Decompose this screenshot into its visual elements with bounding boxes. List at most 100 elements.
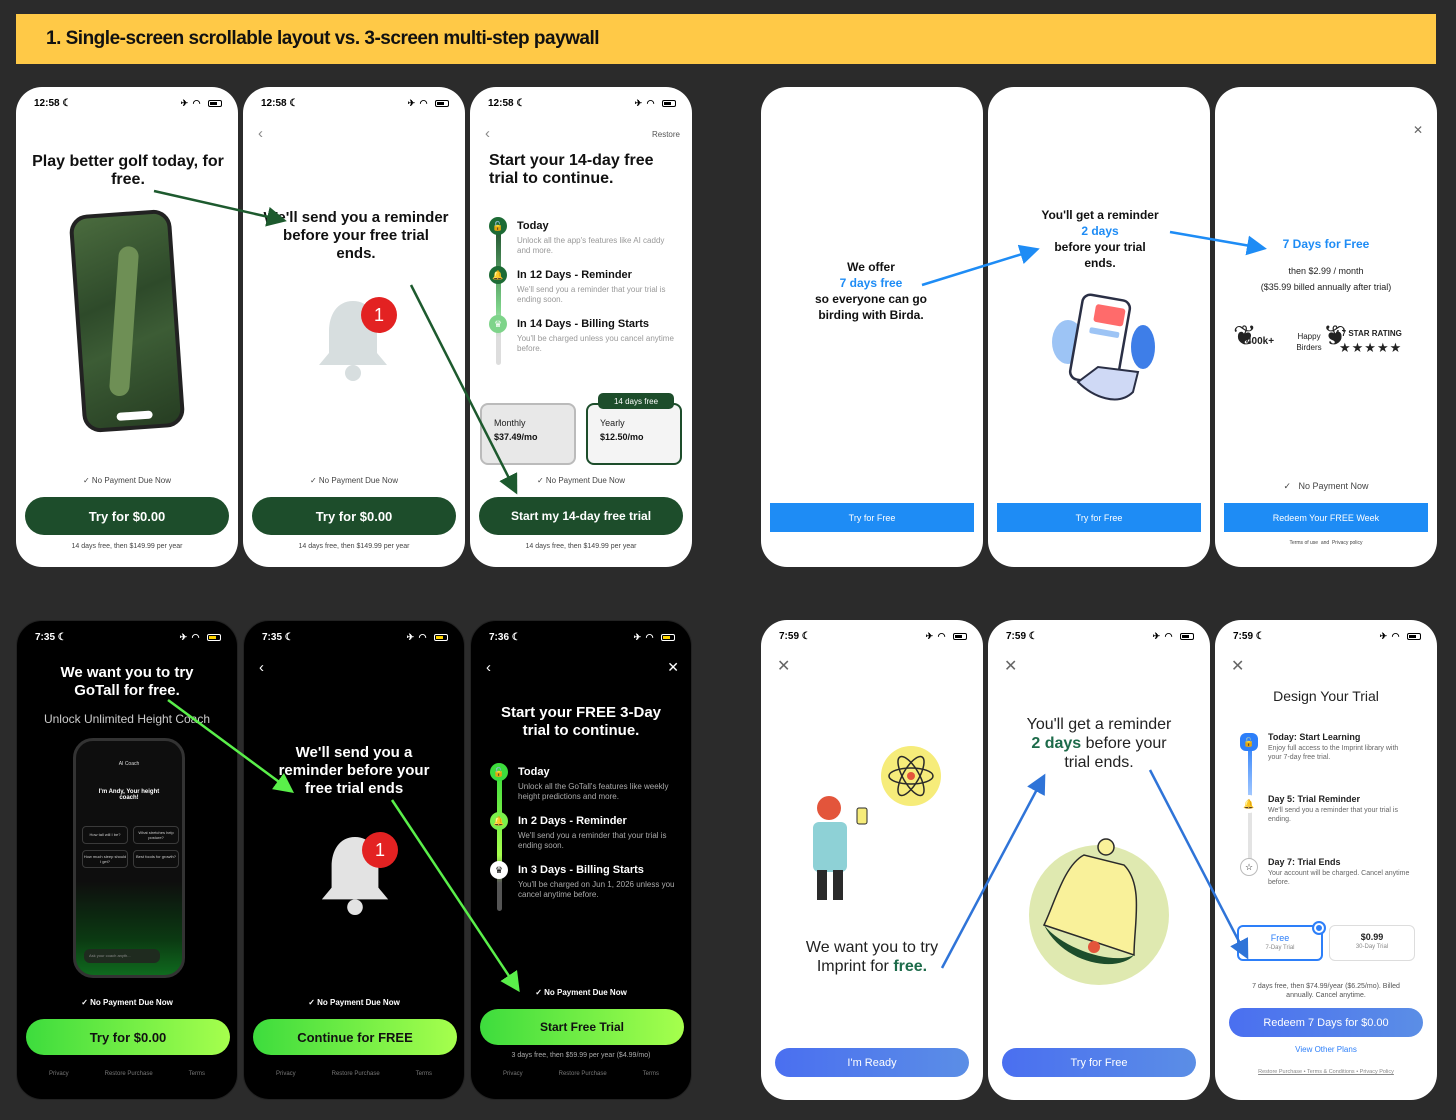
pricing-fine-print: 14 days free, then $149.99 per year [298, 543, 410, 550]
try-free-button[interactable]: Try for Free [997, 503, 1201, 532]
chat-chip[interactable]: How much sleep should I get? [82, 850, 128, 868]
reminder-highlight: 2 days [1031, 735, 1082, 752]
redeem-button[interactable]: Redeem 7 Days for $0.00 [1229, 1008, 1423, 1037]
status-icons: ✈ ◠ [408, 98, 449, 109]
back-chevron-icon[interactable]: ‹ [486, 659, 491, 676]
chat-greeting: I'm Andy, Your height coach! [98, 789, 160, 801]
headline-line-2: Imprint for [816, 958, 894, 975]
step-title: In 3 Days - Billing Starts [518, 864, 644, 876]
restore-link[interactable]: Restore Purchase [558, 1071, 607, 1077]
lock-icon: 🔓 [489, 217, 507, 235]
restore-link[interactable]: Restore [651, 130, 680, 139]
lock-icon: 🔓 [490, 763, 508, 781]
try-free-button[interactable]: Try for Free [1002, 1048, 1196, 1077]
birda-screen-1: We offer 7 days free so everyone can go … [761, 87, 983, 567]
golf-screen-3: 12:58 ☾✈ ◠ ‹ Restore Start your 14-day f… [470, 87, 692, 567]
view-other-plans-link[interactable]: View Other Plans [1295, 1045, 1357, 1054]
section-banner: 1. Single-screen scrollable layout vs. 3… [16, 14, 1436, 64]
step-desc: Your account will be charged. Cancel any… [1268, 870, 1410, 886]
crown-icon: ♛ [489, 315, 507, 333]
laurel-left-icon: ❦ [1233, 320, 1257, 351]
no-payment-text: No Payment Due Now [544, 988, 627, 997]
continue-free-button[interactable]: Continue for FREE [253, 1019, 457, 1055]
step-desc: Unlock all the GoTall's features like we… [518, 782, 669, 801]
privacy-link[interactable]: Privacy [276, 1071, 296, 1077]
terms-link[interactable]: Terms of use [1289, 540, 1319, 546]
plan-label: Yearly [600, 418, 625, 428]
restore-link[interactable]: Restore Purchase [331, 1071, 380, 1077]
no-payment-text: No Payment Due Now [545, 476, 626, 485]
status-time: 12:58 [34, 97, 60, 109]
privacy-link[interactable]: Privacy policy [1331, 540, 1363, 546]
start-trial-button[interactable]: Start my 14-day free trial [479, 497, 683, 535]
step-title: Today: Start Learning [1268, 732, 1361, 742]
plan-price: $12.50/mo [600, 432, 644, 442]
terms-link[interactable]: Terms [642, 1071, 659, 1077]
option-30-day[interactable]: $0.99 30-Day Trial [1329, 925, 1415, 961]
terms-link[interactable]: Terms [188, 1071, 205, 1077]
birda-screen-2: You'll get a reminder 2 days before your… [988, 87, 1210, 567]
back-chevron-icon[interactable]: ‹ [259, 659, 264, 676]
chat-chip[interactable]: What stretches help posture? [133, 826, 179, 844]
pricing-fine-print: 14 days free, then $149.99 per year [525, 543, 637, 550]
reminder-line-2: before your trial ends. [1054, 240, 1146, 270]
step-title: Today [518, 766, 550, 778]
bell-illustration [1029, 838, 1169, 985]
price-line: then $2.99 / month [1288, 266, 1364, 276]
unlock-icon: 🔓 [1240, 733, 1258, 751]
back-chevron-icon[interactable]: ‹ [485, 125, 490, 142]
close-icon[interactable]: ✕ [1412, 123, 1423, 137]
reminder-line-1: You'll get a reminder [1041, 208, 1159, 222]
close-icon[interactable]: ✕ [667, 659, 679, 675]
badge-count: 1 [374, 839, 385, 860]
plan-monthly[interactable]: Monthly $37.49/mo [480, 403, 576, 465]
chat-chip[interactable]: How tall will I be? [82, 826, 128, 844]
no-payment-text: No Payment Due Now [317, 998, 400, 1007]
restore-link[interactable]: Restore Purchase [104, 1071, 153, 1077]
im-ready-button[interactable]: I'm Ready [775, 1048, 969, 1077]
reminder-line-3: trial ends. [1064, 754, 1134, 771]
plan-yearly[interactable]: Yearly $12.50/mo [586, 403, 682, 465]
status-icons: ✈ ◠ [926, 631, 967, 642]
offer-title: 7 Days for Free [1282, 237, 1370, 251]
no-payment-note: ✓ No Payment Due Now [82, 476, 172, 485]
star-icon: ☆ [1240, 858, 1258, 876]
golf-headline: Play better golf today, for free. [32, 153, 224, 188]
no-payment-note: ✓ No Payment Due Now [309, 476, 399, 485]
close-icon[interactable]: ✕ [1231, 658, 1245, 675]
start-free-trial-button[interactable]: Start Free Trial [480, 1009, 684, 1045]
status-icons: ✈ ◠ [1380, 631, 1421, 642]
try-free-button[interactable]: Try for $0.00 [26, 1019, 230, 1055]
chat-chip[interactable]: Best foods for growth? [133, 850, 179, 868]
bell-icon: 🔔 [490, 812, 508, 830]
status-time: 12:58 [261, 97, 287, 109]
close-icon[interactable]: ✕ [777, 658, 791, 675]
terms-link[interactable]: Terms [415, 1071, 432, 1077]
status-time: 12:58 [488, 97, 514, 109]
headline-line-1: We want you to try [805, 939, 939, 956]
try-free-button[interactable]: Try for $0.00 [25, 497, 229, 535]
privacy-link[interactable]: Privacy [503, 1071, 523, 1077]
try-free-button[interactable]: Try for Free [770, 503, 974, 532]
option-free-trial[interactable]: Free 7-Day Trial [1237, 925, 1323, 961]
timeline-track [497, 771, 502, 911]
close-icon[interactable]: ✕ [1004, 658, 1018, 675]
happy-count: 400k+ [1246, 336, 1275, 347]
no-payment-text: No Payment Due Now [90, 998, 173, 1007]
chat-input[interactable]: Ask your coach anyth... [84, 949, 160, 963]
try-free-button[interactable]: Try for $0.00 [252, 497, 456, 535]
pricing-fine-print: 14 days free, then $149.99 per year [71, 543, 183, 550]
back-chevron-icon[interactable]: ‹ [258, 125, 263, 142]
step-desc: Enjoy full access to the Imprint library… [1268, 745, 1399, 761]
legal-links[interactable]: Restore Purchase • Terms & Conditions • … [1258, 1069, 1394, 1075]
imprint-headline: We want you to try Imprint for free. [761, 938, 983, 976]
redeem-button[interactable]: Redeem Your FREE Week [1224, 503, 1428, 532]
legal-links: Terms of use and Privacy policy [1215, 540, 1437, 546]
gotall-headline: We want you to try GoTall for free. [60, 664, 194, 699]
step-desc: We'll send you a reminder that your tria… [517, 285, 666, 304]
design-trial-title: Design Your Trial [1273, 688, 1379, 704]
golf-screen-2: 12:58 ☾✈ ◠ ‹ We'll send you a reminder b… [243, 87, 465, 567]
privacy-link[interactable]: Privacy [49, 1071, 69, 1077]
footer-links: Privacy Restore Purchase Terms [503, 1071, 659, 1077]
badge-count: 1 [373, 304, 384, 325]
